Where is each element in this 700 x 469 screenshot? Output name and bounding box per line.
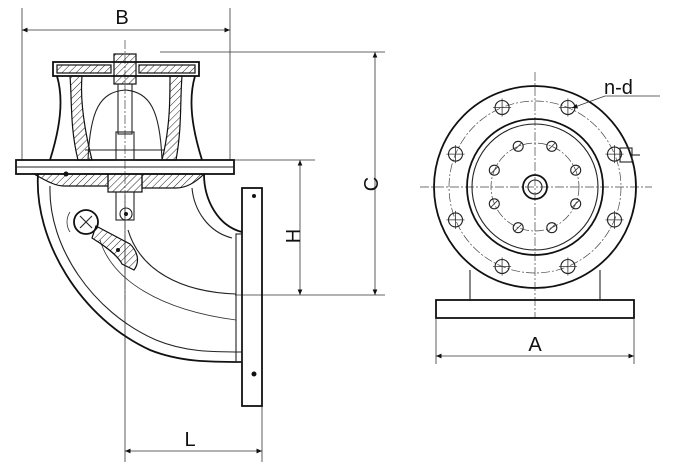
label-h: H (283, 229, 305, 243)
label-nd: n-d (604, 77, 633, 99)
outer-bolt-holes (446, 98, 624, 276)
label-l: L (184, 429, 195, 451)
valve-stem (107, 53, 143, 221)
base-plate (435, 270, 635, 319)
label-a: A (528, 334, 542, 356)
inner-bolt-hole (546, 140, 558, 152)
front-flange-outer (433, 85, 637, 289)
dimension-c: C (160, 51, 385, 296)
dimension-a: A (435, 318, 635, 364)
inner-bolt-hole (512, 222, 524, 234)
dimension-b: B (21, 7, 231, 160)
inner-bolt-hole (512, 140, 524, 152)
dimension-h: H (190, 159, 315, 295)
inner-bolt-hole (488, 198, 500, 210)
front-view: n-d A (420, 72, 660, 364)
bolt-circle (448, 100, 622, 274)
inner-bolt-hole (546, 222, 558, 234)
inner-bolt-hole (488, 164, 500, 176)
label-b: B (115, 7, 128, 29)
inner-bolt-holes (488, 140, 582, 234)
outlet-flange (235, 187, 263, 407)
label-c: C (361, 177, 383, 191)
inner-bolt-hole (570, 164, 582, 176)
elbow-body (36, 173, 243, 363)
disc-hinge (66, 209, 139, 271)
bonnet (49, 61, 203, 161)
nd-callout: n-d (571, 77, 660, 109)
inner-bolt-hole (570, 198, 582, 210)
side-section-view: B C H L (15, 7, 385, 462)
